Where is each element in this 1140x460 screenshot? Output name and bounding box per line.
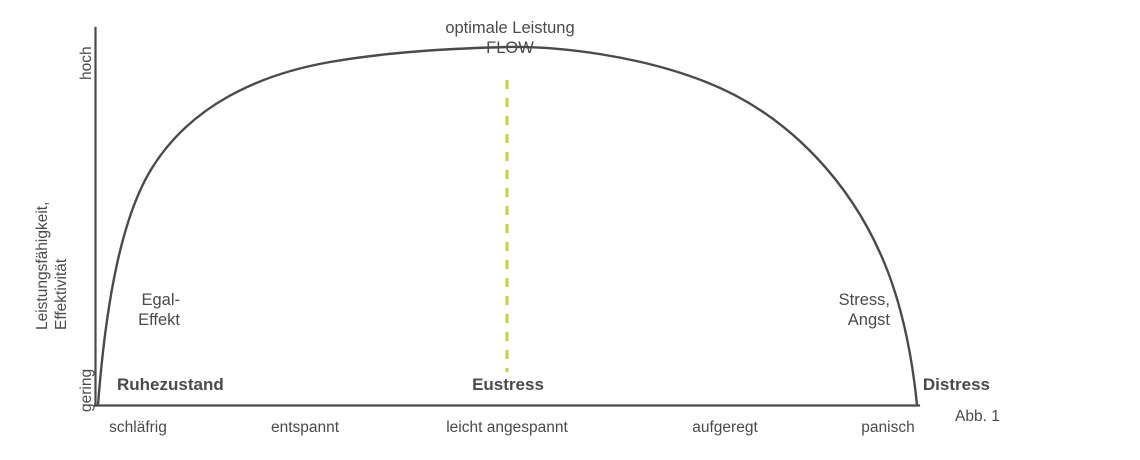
y-axis-title-line1: Leistungsfähigkeit,	[34, 201, 51, 330]
annotation-stress-angst-line1: Stress,	[838, 291, 890, 309]
x-axis-tick-aufgeregt: aufgeregt	[692, 419, 758, 436]
annotation-egal-effekt: Egal- Effekt	[60, 290, 180, 330]
figure-caption: Abb. 1 Lambda- Hypothese	[955, 368, 1034, 460]
figure-caption-number: Abb. 1	[955, 407, 1000, 425]
zone-label-ruhezustand: Ruhezustand	[117, 375, 224, 394]
zone-label-eustress: Eustress	[472, 375, 544, 394]
annotation-stress-angst: Stress, Angst	[790, 290, 890, 330]
x-axis-tick-schlaefrig: schläfrig	[109, 419, 167, 436]
annotation-egal-effekt-line2: Effekt	[138, 311, 180, 330]
flow-annotation-line2: FLOW	[486, 39, 534, 58]
x-axis-tick-leicht-angespannt: leicht angespannt	[446, 419, 568, 436]
flow-annotation-line1: optimale Leistung	[445, 19, 575, 37]
performance-curve	[96, 45, 919, 407]
annotation-stress-angst-line2: Angst	[847, 311, 890, 330]
zone-label-distress: Distress	[922, 375, 990, 394]
annotation-egal-effekt-line1: Egal-	[141, 291, 180, 309]
y-axis-tick-high: hoch	[78, 46, 95, 80]
x-axis-tick-entspannt: entspannt	[270, 419, 340, 436]
x-axis-tick-panisch: panisch	[861, 419, 915, 436]
